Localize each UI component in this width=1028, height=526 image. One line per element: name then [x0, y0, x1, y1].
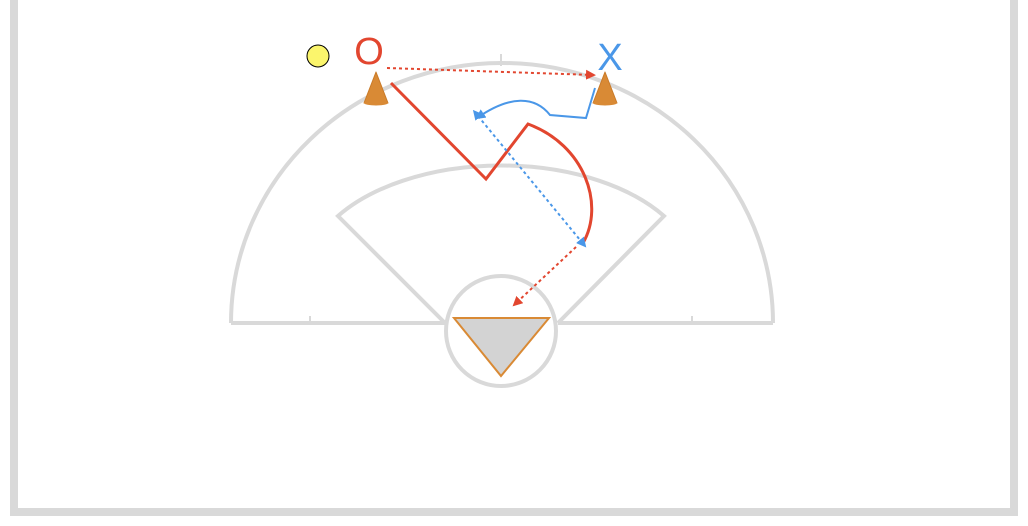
defense-recover-arrow	[472, 109, 587, 248]
crease-circle	[444, 274, 558, 388]
cone-icon	[363, 71, 389, 106]
defense-slide-path	[475, 87, 596, 120]
offense-pass-arrow	[386, 67, 596, 80]
field-boundary	[10, 0, 1018, 516]
goal-triangle-icon	[451, 317, 552, 378]
ball-icon	[306, 44, 330, 68]
offense-shot-arrow	[512, 246, 577, 307]
outer-arc	[229, 61, 775, 324]
offense-player-label: O	[354, 31, 384, 73]
cone-icon	[592, 71, 618, 106]
defense-player-label: X	[597, 37, 622, 79]
fan-area	[335, 163, 667, 325]
